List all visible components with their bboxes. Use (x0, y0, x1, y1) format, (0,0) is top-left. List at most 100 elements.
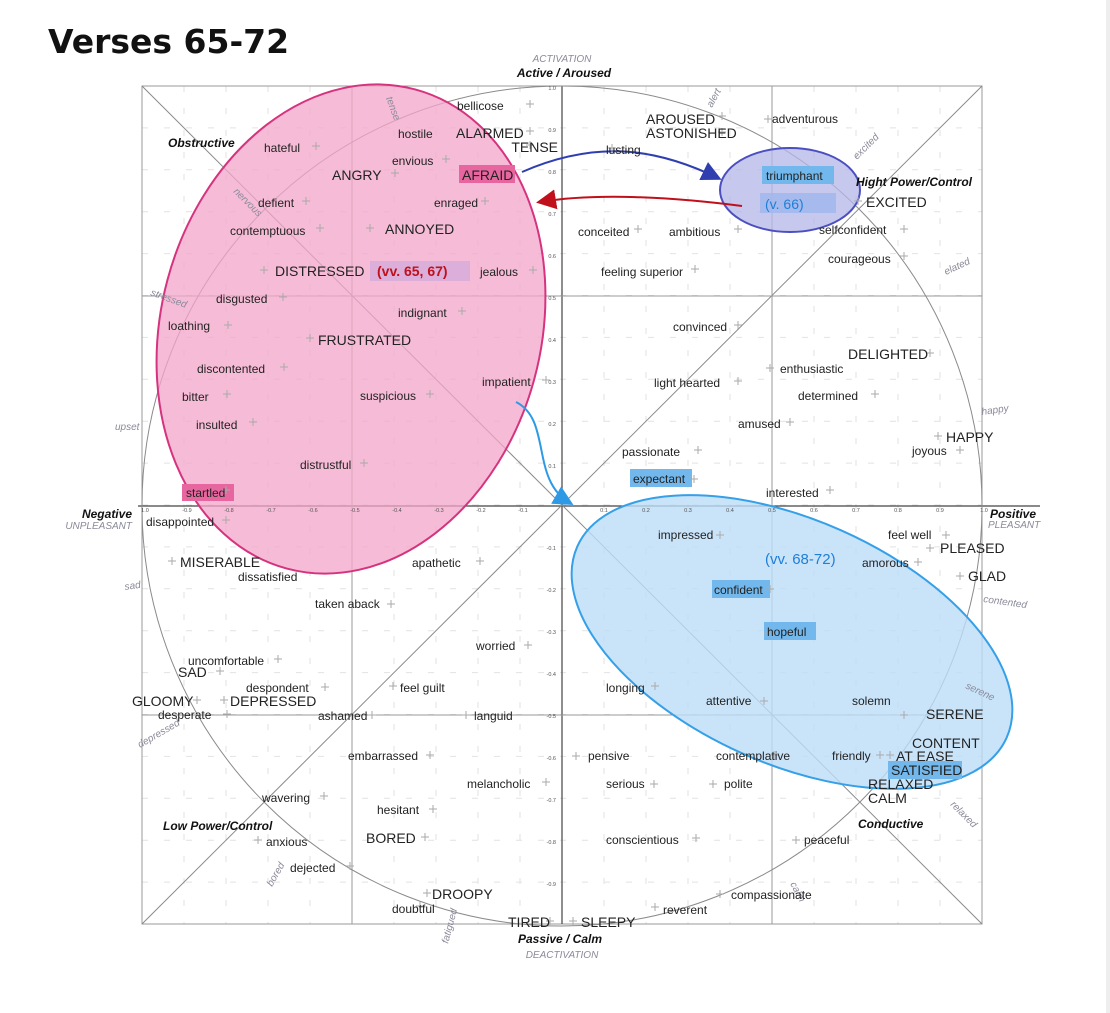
circle-label-excited: excited (851, 132, 881, 162)
word-tick (426, 390, 434, 398)
word-compassionate: compassionate (731, 888, 812, 902)
circle-label-happy: happy (981, 403, 1011, 418)
word-tick (569, 917, 577, 925)
word-tick (220, 696, 228, 704)
word-tick (316, 224, 324, 232)
word-miserable: MISERABLE (180, 554, 260, 570)
word-insulted: insulted (196, 418, 237, 432)
word-tick (770, 751, 778, 759)
word-tick (854, 197, 862, 205)
y-scale-label: 0.4 (548, 338, 556, 344)
word-tick (312, 142, 320, 150)
annotation-v-66: (v. 66) (765, 196, 804, 212)
word-determined: determined (798, 389, 858, 403)
word-amused: amused (738, 417, 781, 431)
vv65-highlight (370, 261, 470, 281)
axis-top-small: ACTIVATION (532, 54, 592, 65)
word-tick (416, 902, 424, 910)
word-embarrassed: embarrassed (348, 749, 418, 763)
x-scale-label: 0.3 (684, 508, 692, 514)
word-enthusiastic: enthusiastic (780, 362, 843, 376)
word-tick (360, 459, 368, 467)
word-astonished: ASTONISHED (646, 125, 737, 141)
word-tick (709, 780, 717, 788)
word-tick (387, 600, 395, 608)
word-excited: EXCITED (866, 194, 927, 210)
word-tick (926, 349, 934, 357)
word-tick (223, 390, 231, 398)
axis-left: Negative (82, 507, 132, 521)
word-tick (914, 558, 922, 566)
word-tick (476, 557, 484, 565)
word-tick (634, 225, 642, 233)
y-scale-label: -0.3 (547, 630, 556, 636)
y-scale-label: -0.1 (547, 546, 556, 552)
word-tick (442, 155, 450, 163)
word-tick (792, 836, 800, 844)
word-hateful: hateful (264, 141, 300, 155)
word-tick (526, 100, 534, 108)
word-tick (900, 711, 908, 719)
word-tick (900, 252, 908, 260)
word-tense: TENSE (511, 139, 558, 155)
word-tick (462, 711, 470, 719)
x-scale-label: 0.5 (768, 508, 776, 514)
word-tick (764, 628, 772, 636)
word-tick (934, 432, 942, 440)
word-annoyed: ANNOYED (385, 221, 454, 237)
word-tick (542, 376, 550, 384)
word-distressed: DISTRESSED (275, 263, 364, 279)
word-tick (542, 778, 550, 786)
x-scale-label: 0.1 (600, 508, 608, 514)
triumphant-highlight (762, 166, 834, 184)
x-scale-label: 0.8 (894, 508, 902, 514)
circumplex-circle (141, 85, 983, 927)
word-tick (766, 364, 774, 372)
x-scale-label: -0.6 (308, 508, 317, 514)
word-tick (279, 293, 287, 301)
word-serene: SERENE (926, 706, 984, 722)
word-aroused: AROUSED (646, 111, 715, 127)
arrow-impatient-to-center (515, 401, 574, 505)
word-tick (716, 890, 724, 898)
annotation-vv-68-72: (vv. 68-72) (765, 551, 836, 568)
word-languid: languid (474, 709, 513, 723)
word-tick (260, 266, 268, 274)
word-suspicious: suspicious (360, 389, 416, 403)
y-scale-label: -0.9 (547, 882, 556, 888)
word-tick (168, 557, 176, 565)
word-serious: serious (606, 777, 645, 791)
word-apathetic: apathetic (412, 556, 461, 570)
word-tick (389, 682, 397, 690)
word-loathing: loathing (168, 319, 210, 333)
hopeful-highlight (764, 622, 816, 640)
word-tick (306, 334, 314, 342)
scrollbar-edge (1106, 0, 1110, 1013)
word-tick-marks (168, 100, 964, 925)
word-tick (391, 169, 399, 177)
x-scale-label: -0.4 (392, 508, 401, 514)
word-pensive: pensive (588, 749, 630, 763)
word-tick (224, 321, 232, 329)
word-tick (481, 197, 489, 205)
word-tick (766, 585, 774, 593)
word-gloomy: GLOOMY (132, 693, 194, 709)
word-tick (956, 446, 964, 454)
word-selfconfident: selfconfident (819, 223, 887, 237)
word-tick (321, 683, 329, 691)
word-reverent: reverent (663, 903, 708, 917)
axis-left-small: UNPLEASANT (65, 521, 133, 532)
diagonal-line-2 (141, 85, 983, 925)
quadrant-low-power: Low Power/Control (163, 819, 273, 833)
word-tick (692, 834, 700, 842)
word-frustrated: FRUSTRATED (318, 332, 411, 348)
y-scale-label: 0.7 (548, 212, 556, 218)
x-scale-label: 0.2 (642, 508, 650, 514)
word-tick (223, 710, 231, 718)
word-relaxed: RELAXED (868, 776, 933, 792)
word-interested: interested (766, 486, 819, 500)
word-droopy: DROOPY (432, 886, 493, 902)
word-tick (526, 141, 534, 149)
